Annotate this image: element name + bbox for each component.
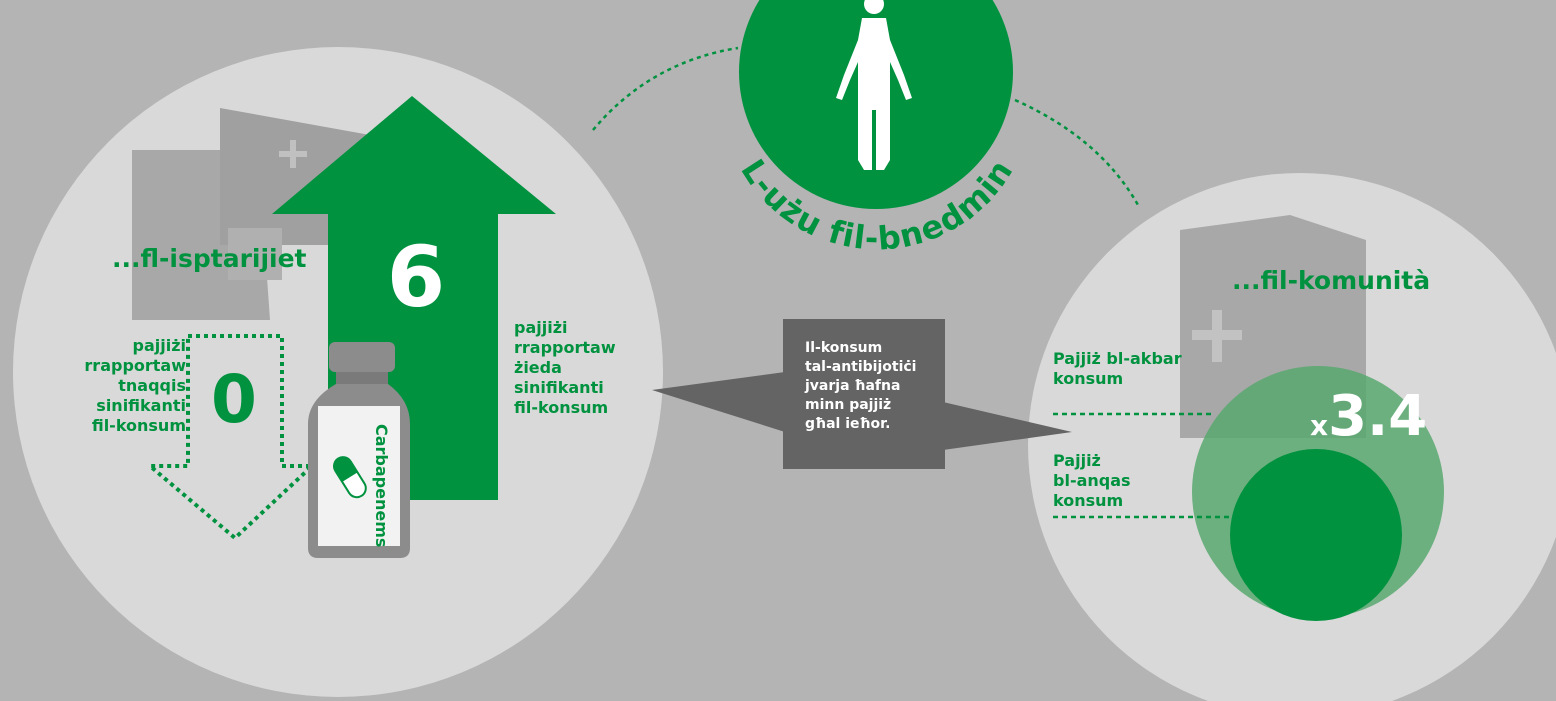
carbapenems-bottle-icon bbox=[308, 342, 410, 558]
lowest-consumption-circle bbox=[1230, 449, 1402, 621]
human-figure-icon bbox=[836, 0, 912, 170]
lowest-consumption-label: Pajjiż bl-anqas konsum bbox=[1053, 451, 1131, 510]
connector-right bbox=[1014, 98, 1140, 206]
ratio-value: x3.4 bbox=[1310, 384, 1427, 449]
decrease-arrow bbox=[144, 334, 318, 541]
increase-count: 6 bbox=[387, 228, 445, 326]
increase-label: pajjiżi rrapportaw żieda sinifikanti fil… bbox=[514, 318, 616, 417]
hospitals-title: ...fl-isptarijiet bbox=[112, 244, 307, 273]
callout-pointer-right bbox=[943, 402, 1072, 450]
callout-text: Il-konsum tal-antibijotiċi jvarja ħafna … bbox=[805, 340, 917, 432]
connector-left bbox=[592, 46, 739, 131]
highest-consumption-label: Pajjiż bl-akbar konsum bbox=[1053, 349, 1182, 388]
callout-box: Il-konsum tal-antibijotiċi jvarja ħafna … bbox=[783, 319, 945, 469]
community-title: ...fil-komunità bbox=[1232, 266, 1431, 295]
decrease-count: 0 bbox=[211, 361, 257, 438]
bottle-label: Carbapenems bbox=[372, 424, 391, 547]
decrease-label: pajjiżi rrapportaw tnaqqis sinifikanti f… bbox=[84, 336, 186, 435]
callout-pointer-left bbox=[652, 372, 785, 432]
